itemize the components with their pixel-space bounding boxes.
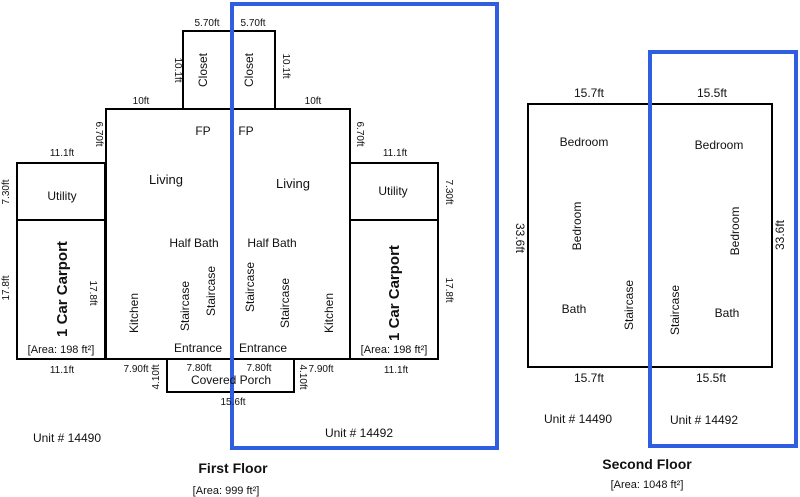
- room-staircase-1: Staircase: [178, 281, 192, 331]
- dim-porch-bottom: 15.6ft: [220, 397, 245, 408]
- room-staircase-3: Staircase: [243, 262, 257, 312]
- first-floor-walls: [16, 30, 439, 393]
- dim2-top-left: 15.7ft: [574, 86, 605, 100]
- room2-staircase-right: Staircase: [668, 285, 682, 335]
- dim-closet-top-left: 5.70ft: [194, 18, 219, 29]
- dim-living-top-left: 10ft: [133, 96, 150, 107]
- second-floor-dimensions: 15.7ft 15.5ft 15.7ft 15.5ft 33.6ft 33.6f…: [513, 86, 787, 385]
- room-fp-right: FP: [238, 124, 253, 138]
- room-carport-right: 1 Car Carport: [386, 245, 403, 341]
- room-staircase-2: Staircase: [204, 266, 218, 316]
- dim-carport-bottom-left: 11.1ft: [50, 365, 74, 376]
- room2-bath-right: Bath: [715, 306, 740, 320]
- room-closet-left: Closet: [196, 52, 210, 87]
- room2-bath-left: Bath: [562, 302, 587, 316]
- room-entrance-left: Entrance: [174, 341, 222, 355]
- room-fp-left: FP: [195, 124, 210, 138]
- room-living-right: Living: [276, 176, 310, 191]
- first-floor-area: [Area: 999 ft²]: [193, 485, 260, 497]
- room-covered-porch: Covered Porch: [191, 373, 271, 387]
- dim-carport-outer-right: 17.8ft: [443, 277, 454, 302]
- dim2-bottom-right: 15.5ft: [696, 371, 727, 385]
- room-utility-left: Utility: [47, 189, 76, 203]
- dim-carport-bottom-right: 11.1ft: [384, 365, 408, 376]
- first-floor-captions: Unit # 14490 Unit # 14492 First Floor [A…: [33, 426, 393, 497]
- unit-14492-first-floor-highlight: [230, 2, 499, 450]
- room2-bedroom-mid-right: Bedroom: [728, 207, 742, 256]
- room2-bedroom-top-right: Bedroom: [695, 138, 744, 152]
- living-block: [105, 108, 351, 360]
- room-entrance-right: Entrance: [239, 341, 287, 355]
- second-floor-rooms: Bedroom Bedroom Bedroom Bedroom Bath Bat…: [560, 135, 744, 335]
- first-floor-unit-right: Unit # 14492: [325, 426, 393, 440]
- room2-staircase-left: Staircase: [622, 280, 636, 330]
- dim-porch-side-right: 4.10ft: [297, 364, 308, 389]
- dim2-top-right: 15.5ft: [697, 86, 728, 100]
- dim-utility-side-right: 7.30ft: [443, 179, 454, 204]
- second-floor-captions: Unit # 14490 Unit # 14492 Second Floor […: [544, 412, 738, 491]
- room-staircase-4: Staircase: [278, 278, 292, 328]
- dim-living-side-left: 6.70ft: [93, 121, 104, 146]
- dim-porch-top-right: 7.80ft: [246, 363, 271, 374]
- dim2-side-right: 33.6ft: [773, 219, 787, 250]
- carport-area-right: [Area: 198 ft²]: [361, 344, 428, 356]
- dim-porch-top-left: 7.80ft: [186, 363, 211, 374]
- highlight-frames: [230, 2, 798, 450]
- room-kitchen-left: Kitchen: [127, 293, 141, 333]
- dim-living-top-right: 10ft: [305, 96, 322, 107]
- dim-carport-inner-left: 17.8ft: [87, 280, 98, 305]
- room-kitchen-right: Kitchen: [322, 293, 336, 333]
- second-floor-title: Second Floor: [602, 456, 692, 472]
- room2-bedroom-mid-left: Bedroom: [570, 202, 584, 251]
- dim-utility-side-left: 7.30ft: [1, 179, 12, 204]
- dim-utility-top-right: 11.1ft: [383, 148, 407, 159]
- dim-entry-bottom-left: 7.90ft: [123, 364, 148, 375]
- dim-closet-top-right: 5.70ft: [240, 18, 265, 29]
- room-utility-right: Utility: [378, 184, 407, 198]
- first-floor-title: First Floor: [198, 460, 268, 476]
- room2-bedroom-top-left: Bedroom: [560, 135, 609, 149]
- room-carport-left: 1 Car Carport: [54, 241, 71, 337]
- first-floor-dimensions: 5.70ft 5.70ft 10.1ft 10.1ft 10ft 10ft 6.…: [1, 18, 454, 408]
- second-floor-area: [Area: 1048 ft²]: [611, 479, 684, 491]
- dim2-bottom-left: 15.7ft: [574, 371, 605, 385]
- first-floor-unit-left: Unit # 14490: [33, 431, 101, 445]
- dim-carport-outer-left: 17.8ft: [1, 275, 12, 300]
- first-floor-rooms: Closet Closet FP FP Living Living Utilit…: [28, 52, 428, 387]
- dim-porch-side-left: 4.10ft: [151, 364, 162, 389]
- unit-14492-second-floor-highlight: [648, 50, 798, 448]
- second-floor-unit-right: Unit # 14492: [670, 413, 738, 427]
- carport-right: [349, 219, 439, 360]
- dim2-side-left: 33.6ft: [513, 223, 527, 254]
- carport-left: [16, 219, 106, 360]
- room-half-bath-left: Half Bath: [169, 236, 218, 250]
- dim-closet-side-left: 10.1ft: [172, 57, 183, 82]
- dim-living-side-right: 6.70ft: [354, 121, 365, 146]
- room-living-left: Living: [149, 172, 183, 187]
- room-half-bath-right: Half Bath: [247, 236, 296, 250]
- dim-entry-bottom-right: 7.90ft: [308, 364, 333, 375]
- room-closet-right: Closet: [242, 52, 256, 87]
- dim-closet-side-right: 10.1ft: [280, 53, 291, 78]
- carport-area-left: [Area: 198 ft²]: [28, 344, 95, 356]
- second-floor-unit-left: Unit # 14490: [544, 412, 612, 426]
- dim-utility-top-left: 11.1ft: [50, 148, 74, 159]
